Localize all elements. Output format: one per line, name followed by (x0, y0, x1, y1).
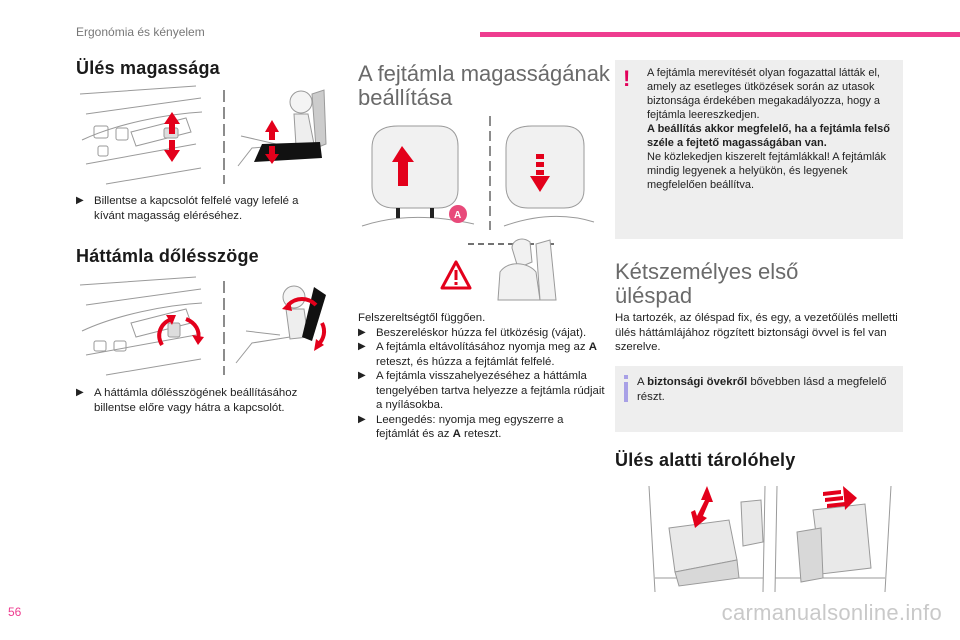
backrest-illustration (79, 276, 327, 376)
bullet-arrow-icon: ▶︎ (358, 341, 366, 352)
warning-box: ! A fejtámla merevítését olyan fogazatta… (615, 60, 903, 239)
bullet-arrow-icon: ▶︎ (76, 195, 84, 206)
seat-height-illustration (79, 85, 327, 185)
bullet-arrow-icon: ▶︎ (358, 370, 366, 381)
marker-a: A (454, 210, 461, 221)
watermark: carmanualsonline.info (721, 600, 942, 625)
double-seat-text: Ha tartozék, az óléspad fix, és egy, a v… (615, 312, 898, 353)
exclamation-icon: ! (623, 66, 631, 91)
page-number: 56 (8, 605, 22, 619)
storage-illustration (648, 485, 892, 593)
headrest-illustration: A (361, 116, 595, 301)
storage-title: Ülés alatti tárolóhely (615, 450, 796, 470)
bullet-arrow-icon: ▶︎ (358, 413, 366, 425)
bullet-arrow-icon: ▶︎ (358, 326, 366, 338)
double-seat-title: Kétszemélyes első üléspad (615, 259, 799, 308)
header-accent-bar (480, 32, 960, 37)
backrest-steps: ▶︎A háttámla dőlésszögének beállításához… (76, 387, 298, 414)
section-header: Ergonómia és kényelem (76, 25, 205, 39)
backrest-title: Háttámla dőlésszöge (76, 246, 259, 266)
seat-height-steps: ▶︎Billentse a kapcsolót felfelé vagy lef… (76, 195, 299, 222)
info-icon (624, 375, 628, 379)
info-box: A biztonsági övekről bővebben lásd a meg… (615, 366, 903, 432)
warning-triangle-icon (440, 260, 472, 290)
headrest-title: A fejtámla magasságának beállítása (358, 61, 610, 110)
seat-height-title: Ülés magassága (76, 58, 220, 78)
headrest-instructions: Felszereltségtől függően. ▶︎Beszerelésko… (358, 312, 605, 440)
bullet-arrow-icon: ▶︎ (76, 387, 84, 398)
